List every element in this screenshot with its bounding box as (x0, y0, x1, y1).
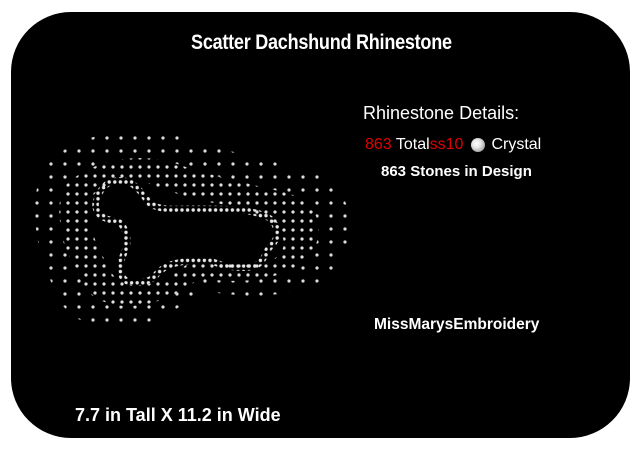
design-title: Scatter Dachshund Rhinestone (191, 31, 452, 54)
stone-size: ss10 (429, 136, 464, 153)
design-dimensions: 7.7 in Tall X 11.2 in Wide (75, 405, 281, 425)
stone-count: 863 (365, 136, 392, 153)
details-heading: Rhinestone Details: (363, 103, 520, 123)
total-label: Total (391, 136, 430, 153)
stones-summary: 863 Stones in Design (381, 163, 532, 180)
brand-name: MissMarysEmbroidery (374, 316, 540, 333)
crystal-stone-icon (471, 138, 486, 152)
stone-spec-line: 863 Total ss10 Crystal (365, 136, 541, 154)
stone-color-name: Crystal (491, 136, 542, 153)
